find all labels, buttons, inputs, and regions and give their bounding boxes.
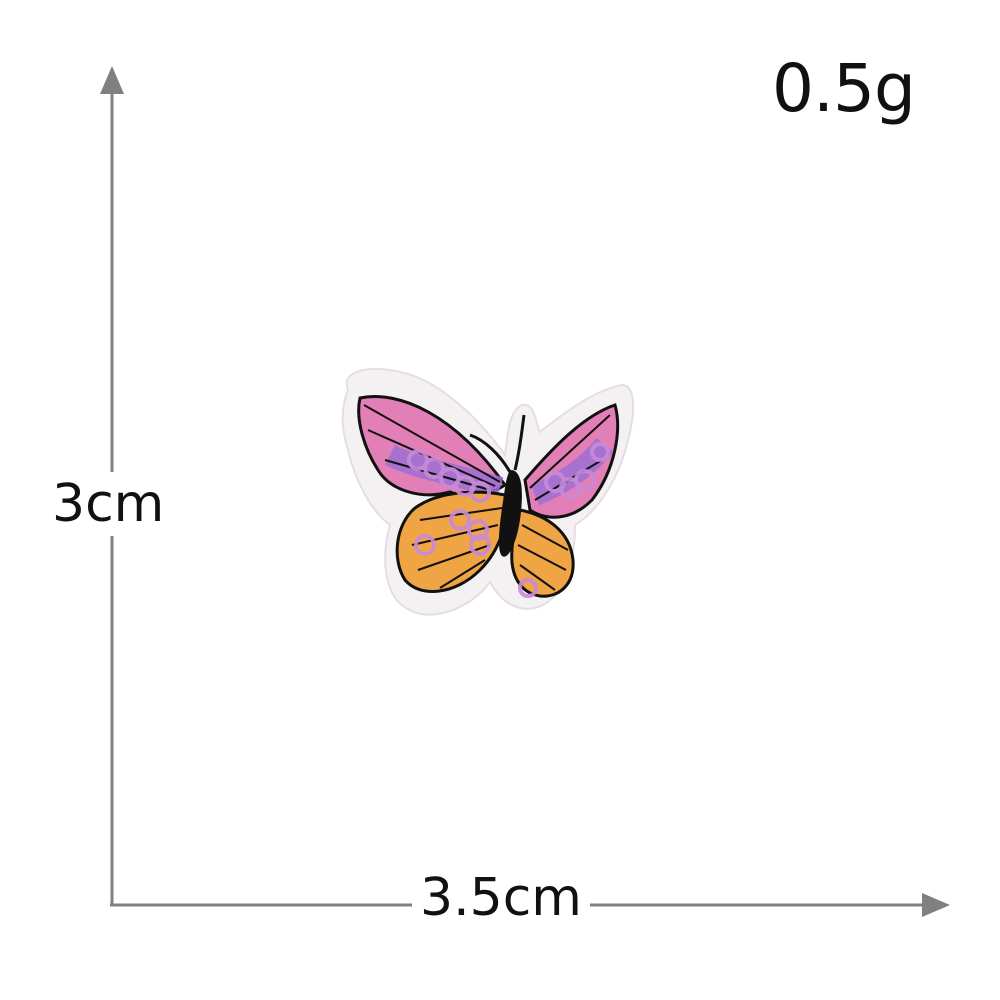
vertical-arrowhead	[100, 66, 124, 94]
sequins	[407, 442, 610, 598]
left-lower-wing	[395, 490, 508, 593]
weight-label: 0.5g	[772, 50, 916, 127]
butterfly-body	[498, 470, 522, 557]
height-label: 3cm	[52, 472, 165, 536]
horizontal-arrowhead	[922, 893, 950, 917]
butterfly-patch-icon	[341, 368, 635, 616]
width-label: 3.5cm	[412, 872, 590, 924]
antenna-right	[513, 414, 526, 471]
antenna-left	[469, 433, 512, 473]
